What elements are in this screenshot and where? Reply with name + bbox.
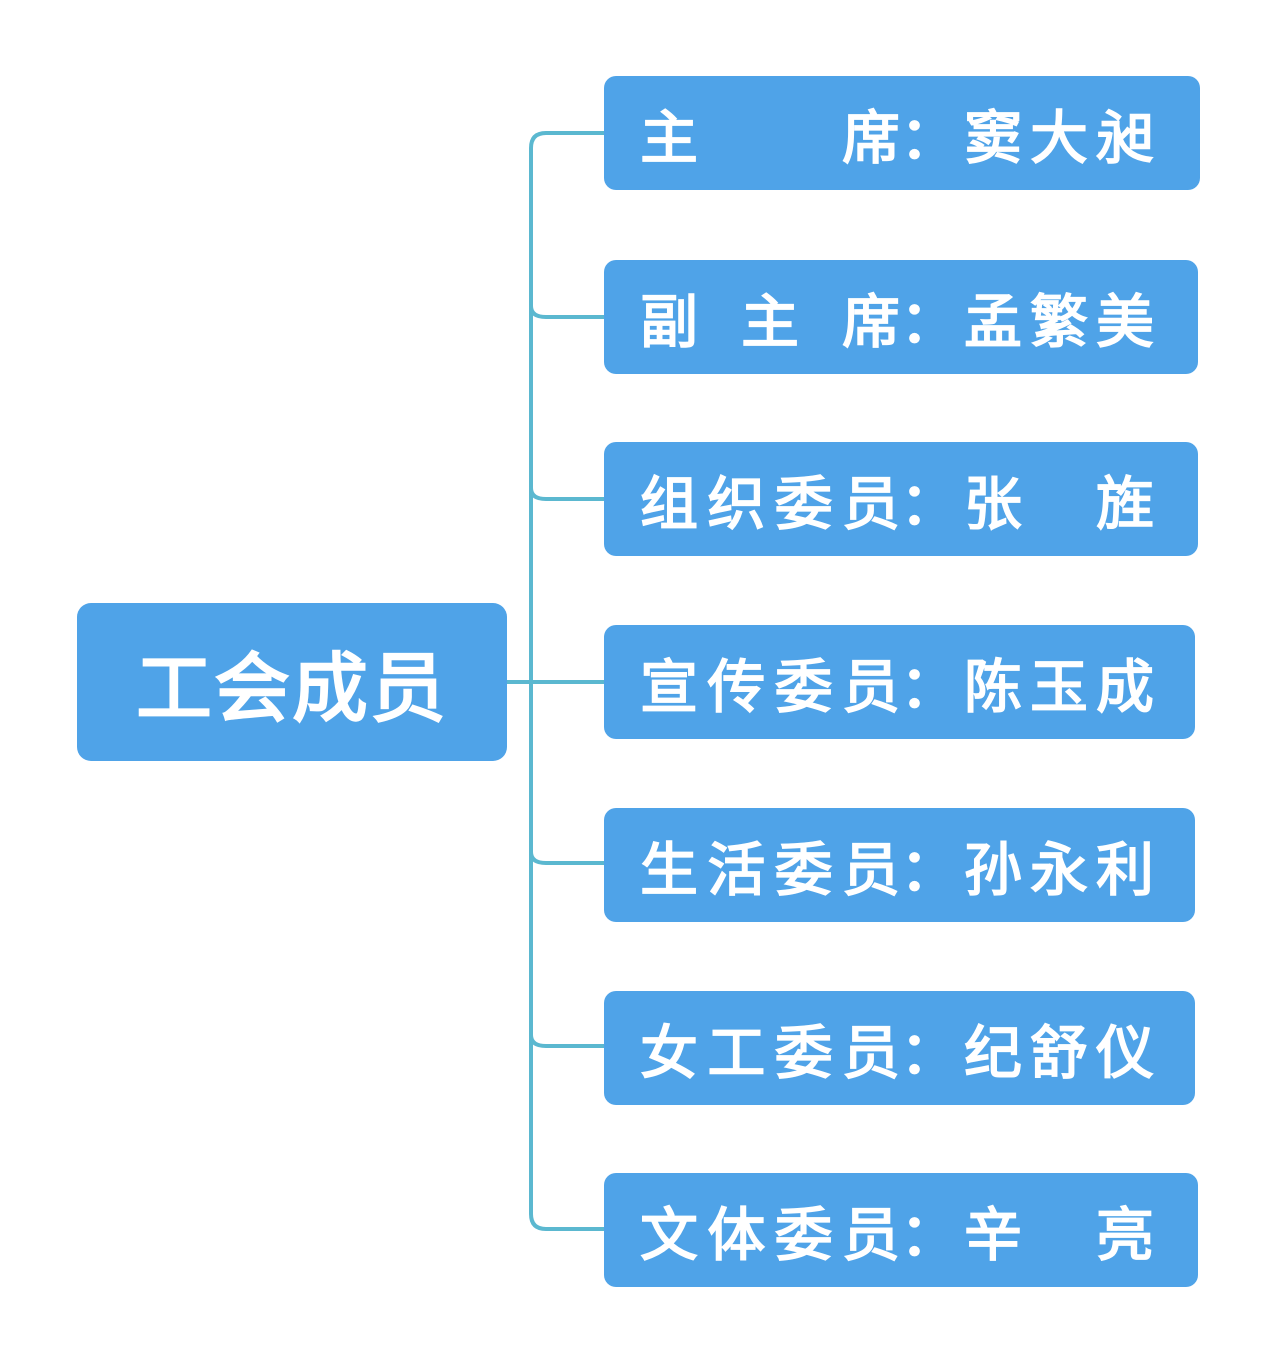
member-colon: ： — [900, 653, 959, 721]
member-node: 女工委员 ： 纪舒仪 — [604, 991, 1195, 1105]
root-node: 工会成员 — [77, 603, 507, 761]
member-role: 宣传委员 — [640, 653, 900, 721]
member-name: 窦大昶 — [964, 104, 1154, 172]
member-node: 生活委员 ： 孙永利 — [604, 808, 1195, 922]
member-name: 纪舒仪 — [964, 1019, 1154, 1087]
member-role: 组织委员 — [640, 470, 900, 538]
member-node: 副主席 ： 孟繁美 — [604, 260, 1198, 374]
member-name: 陈玉成 — [964, 653, 1154, 721]
member-role: 文体委员 — [640, 1201, 900, 1269]
member-node: 宣传委员 ： 陈玉成 — [604, 625, 1195, 739]
member-role: 生活委员 — [640, 836, 900, 904]
member-node: 文体委员 ： 辛亮 — [604, 1173, 1198, 1287]
root-label: 工会成员 — [136, 644, 448, 733]
member-name: 孙永利 — [964, 836, 1154, 904]
member-role: 副主席 — [640, 288, 900, 356]
member-colon: ： — [900, 836, 959, 904]
member-role: 女工委员 — [640, 1019, 900, 1087]
member-colon: ： — [900, 104, 959, 172]
member-node: 主席 ： 窦大昶 — [604, 76, 1200, 190]
member-name: 张旌 — [964, 470, 1154, 538]
member-colon: ： — [900, 288, 959, 356]
branch-line — [529, 850, 606, 865]
member-name: 孟繁美 — [964, 288, 1154, 356]
member-node: 组织委员 ： 张旌 — [604, 442, 1198, 556]
branch-line — [529, 1033, 606, 1048]
member-colon: ： — [900, 470, 959, 538]
member-colon: ： — [900, 1201, 959, 1269]
member-role: 主席 — [640, 104, 900, 172]
member-name: 辛亮 — [964, 1201, 1154, 1269]
branch-line — [529, 304, 606, 319]
branch-line — [529, 486, 606, 501]
member-colon: ： — [900, 1019, 959, 1087]
